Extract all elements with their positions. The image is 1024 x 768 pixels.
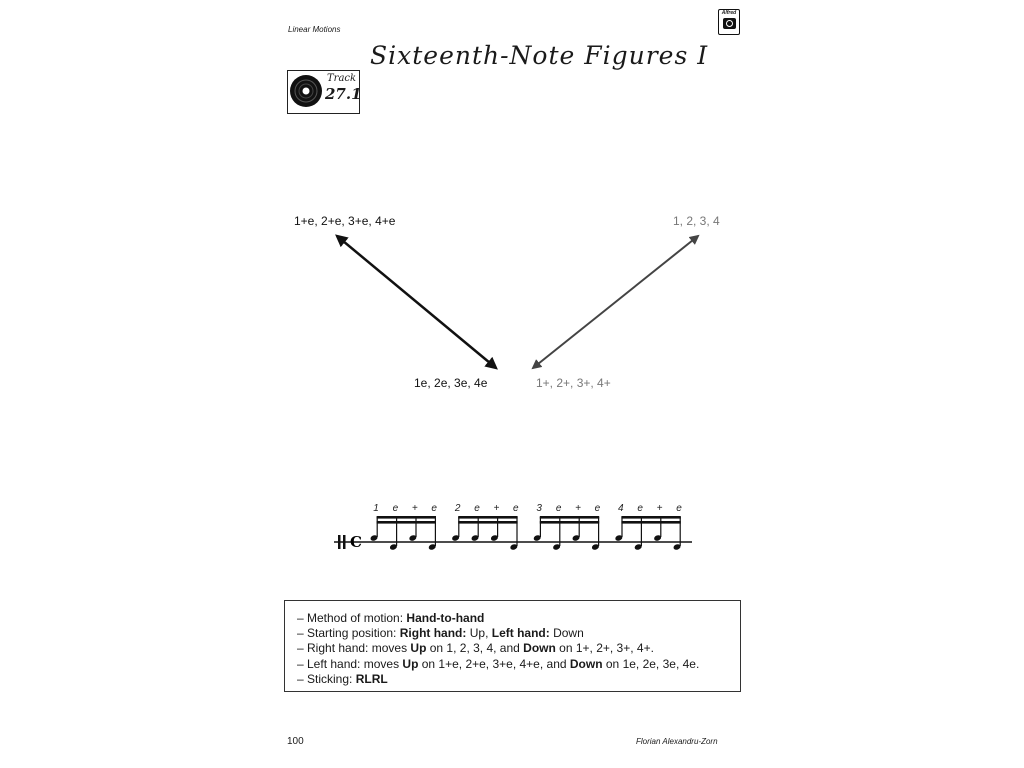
count-label: e: [513, 503, 519, 514]
logo-text: Alfred: [721, 10, 737, 16]
right-hand-arrow: [531, 234, 700, 370]
track-box: [287, 70, 360, 114]
count-label: +: [412, 503, 418, 514]
info-emphasis: Left hand:: [491, 626, 550, 641]
info-line: – Left hand: moves Up on 1+e, 2+e, 3+e, …: [297, 657, 740, 672]
note-beam: [539, 516, 600, 519]
label-up-right: 1, 2, 3, 4: [673, 214, 720, 228]
count-label: 3: [536, 503, 542, 514]
info-line: – Right hand: moves Up on 1, 2, 3, 4, an…: [297, 641, 740, 656]
info-text: Up,: [466, 626, 492, 641]
count-label: +: [493, 503, 499, 514]
label-up-left: 1+e, 2+e, 3+e, 4+e: [294, 214, 396, 228]
cd-icon: [290, 75, 322, 107]
note-beam: [376, 521, 436, 524]
notehead: [533, 535, 541, 541]
track-label: Track: [327, 73, 357, 84]
count-label: 4: [618, 503, 624, 514]
info-emphasis: RLRL: [355, 671, 388, 686]
info-line: – Method of motion: Hand-to-hand: [297, 611, 740, 626]
count-label: e: [393, 503, 399, 514]
info-text: – Sticking:: [297, 671, 356, 686]
notehead: [654, 535, 662, 541]
page-title: Sixteenth-Note Figures I: [370, 41, 709, 70]
note-beam: [621, 516, 681, 519]
count-label: e: [556, 503, 562, 514]
info-text: on 1+e, 2+e, 3+e, 4+e, and: [418, 656, 570, 671]
time-signature: C: [350, 533, 362, 551]
drum-notation: 1 e + e 2 e + e 3 e + e 4 e + e C: [334, 503, 692, 551]
notehead: [490, 535, 498, 541]
count-label: +: [575, 503, 581, 514]
info-text: – Left hand: moves: [297, 656, 403, 671]
section-title: Linear Motions: [288, 25, 341, 34]
note-beam: [458, 521, 518, 524]
logo-mark-icon: [722, 18, 736, 29]
info-line: – Starting position: Right hand: Up, Lef…: [297, 626, 740, 641]
info-text: on 1, 2, 3, 4, and: [426, 641, 524, 656]
count-label: e: [431, 503, 437, 514]
info-emphasis: Down: [523, 641, 556, 656]
track-number: 27.1: [325, 85, 362, 103]
info-emphasis: Up: [410, 641, 427, 656]
info-emphasis: Right hand:: [399, 626, 467, 641]
notehead: [389, 544, 397, 550]
percussion-clef: [343, 535, 346, 549]
info-line: – Sticking: RLRL: [297, 672, 740, 687]
notehead: [673, 544, 681, 550]
count-label: e: [676, 503, 682, 514]
page-number: 100: [287, 736, 304, 747]
count-label: e: [637, 503, 643, 514]
note-beam: [376, 516, 436, 519]
label-down-right: 1+, 2+, 3+, 4+: [536, 376, 611, 390]
info-text: – Right hand: moves: [297, 641, 411, 656]
count-label: e: [595, 503, 601, 514]
count-label: 1: [373, 503, 379, 514]
info-text: on 1e, 2e, 3e, 4e.: [602, 656, 700, 671]
author-name: Florian Alexandru-Zorn: [636, 737, 718, 746]
count-label: e: [474, 503, 480, 514]
info-emphasis: Up: [402, 656, 419, 671]
publisher-logo: Alfred: [718, 9, 740, 35]
notehead: [553, 544, 561, 550]
notehead: [634, 544, 642, 550]
note-beam: [458, 516, 518, 519]
label-down-left: 1e, 2e, 3e, 4e: [414, 376, 488, 390]
notehead: [572, 535, 580, 541]
notehead: [510, 544, 518, 550]
percussion-clef: [338, 535, 341, 549]
info-text: – Method of motion:: [297, 611, 407, 625]
info-text: Down: [549, 626, 584, 641]
notehead: [428, 544, 436, 550]
notehead: [615, 535, 623, 541]
count-label: 2: [454, 503, 461, 514]
notehead: [591, 544, 599, 550]
note-beam: [621, 521, 681, 524]
notehead: [370, 535, 378, 541]
count-label: +: [657, 503, 663, 514]
notehead: [471, 535, 479, 541]
info-emphasis: Hand-to-hand: [406, 611, 485, 625]
note-beam: [539, 521, 600, 524]
notehead: [409, 535, 417, 541]
info-box: – Method of motion: Hand-to-hand– Starti…: [284, 600, 741, 692]
info-text: – Starting position:: [297, 626, 400, 641]
left-hand-arrow: [335, 234, 498, 370]
notehead: [452, 535, 460, 541]
info-text: on 1+, 2+, 3+, 4+.: [555, 641, 654, 656]
info-emphasis: Down: [569, 656, 603, 671]
